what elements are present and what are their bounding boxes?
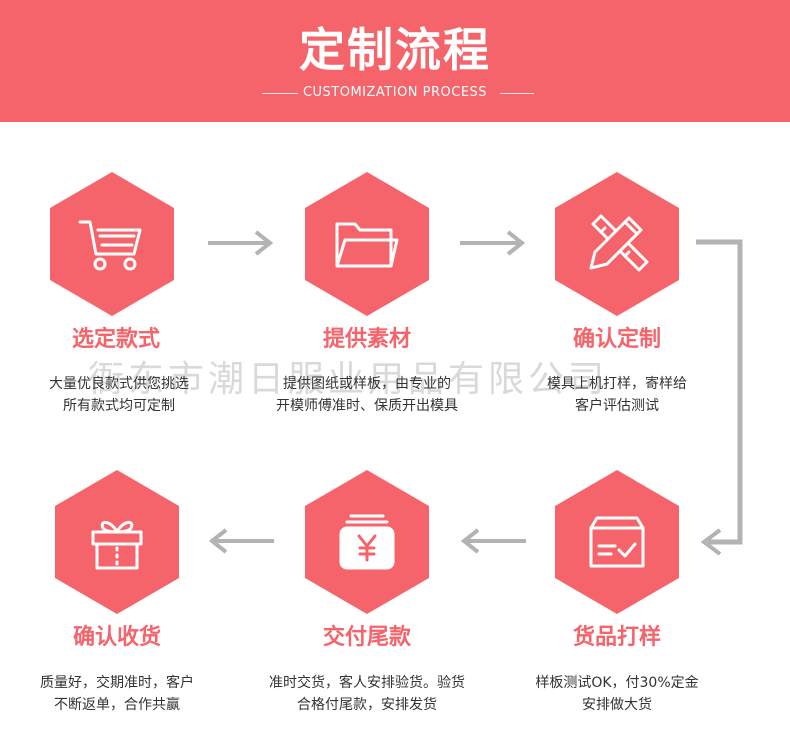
step-1-title: 选定款式	[71, 327, 160, 352]
step-5-desc-line2: 合格付尾款，安排发货	[297, 697, 437, 713]
step-6-title: 确认收货	[72, 625, 161, 650]
step-4-desc-line2: 安排做大货	[582, 697, 652, 713]
connector-arrow-icon	[696, 239, 743, 556]
arrow-left-icon	[208, 528, 274, 554]
watermark-text: 衙东市潮日服业用品有限公司	[88, 359, 609, 400]
subtitle-divider-left	[262, 93, 298, 94]
box-check-icon	[581, 506, 653, 578]
step-2-hexagon	[295, 172, 439, 316]
subtitle-divider-right	[500, 93, 534, 94]
step-5-hexagon	[295, 470, 439, 614]
pencil-ruler-icon	[581, 208, 653, 280]
step-1-desc-line1: 大量优良款式供您挑选	[49, 376, 189, 392]
step-2-title: 提供素材	[322, 327, 411, 352]
step-3-hexagon	[545, 172, 689, 316]
arrow-left-icon	[460, 528, 526, 554]
step-2-desc-line2: 开模师傅准时、保质开出模具	[276, 398, 458, 414]
step-6-desc-line1: 质量好，交期准时，客户	[40, 675, 194, 691]
step-3-desc-line2: 客户评估测试	[575, 398, 659, 414]
gift-box-icon	[81, 506, 153, 578]
page-title: 定制流程	[299, 23, 491, 77]
step-4-desc-line1: 样板测试OK，付30%定金	[535, 675, 699, 691]
step-3-title: 确认定制	[572, 327, 661, 352]
step-5-title: 交付尾款	[322, 625, 411, 650]
step-6-desc-line2: 不断返单，合作共赢	[54, 697, 180, 713]
step-5-desc-line1: 准时交货，客人安排验货。验货	[269, 675, 465, 691]
shopping-cart-icon	[76, 208, 148, 280]
page-subtitle: CUSTOMIZATION PROCESS	[302, 85, 488, 100]
folder-icon	[331, 208, 403, 280]
step-1-hexagon	[40, 172, 184, 316]
money-yen-icon	[331, 506, 403, 578]
arrow-right-icon	[460, 230, 526, 256]
arrow-right-icon	[208, 230, 274, 256]
header-banner: 定制流程 CUSTOMIZATION PROCESS	[0, 0, 790, 122]
step-3-desc-line1: 模具上机打样，寄样给	[547, 376, 687, 392]
step-4-title: 货品打样	[572, 625, 661, 650]
step-4-hexagon	[545, 470, 689, 614]
step-6-hexagon	[45, 470, 189, 614]
step-1-desc-line2: 所有款式均可定制	[63, 398, 175, 414]
step-2-desc-line1: 提供图纸或样板，由专业的	[283, 376, 451, 392]
